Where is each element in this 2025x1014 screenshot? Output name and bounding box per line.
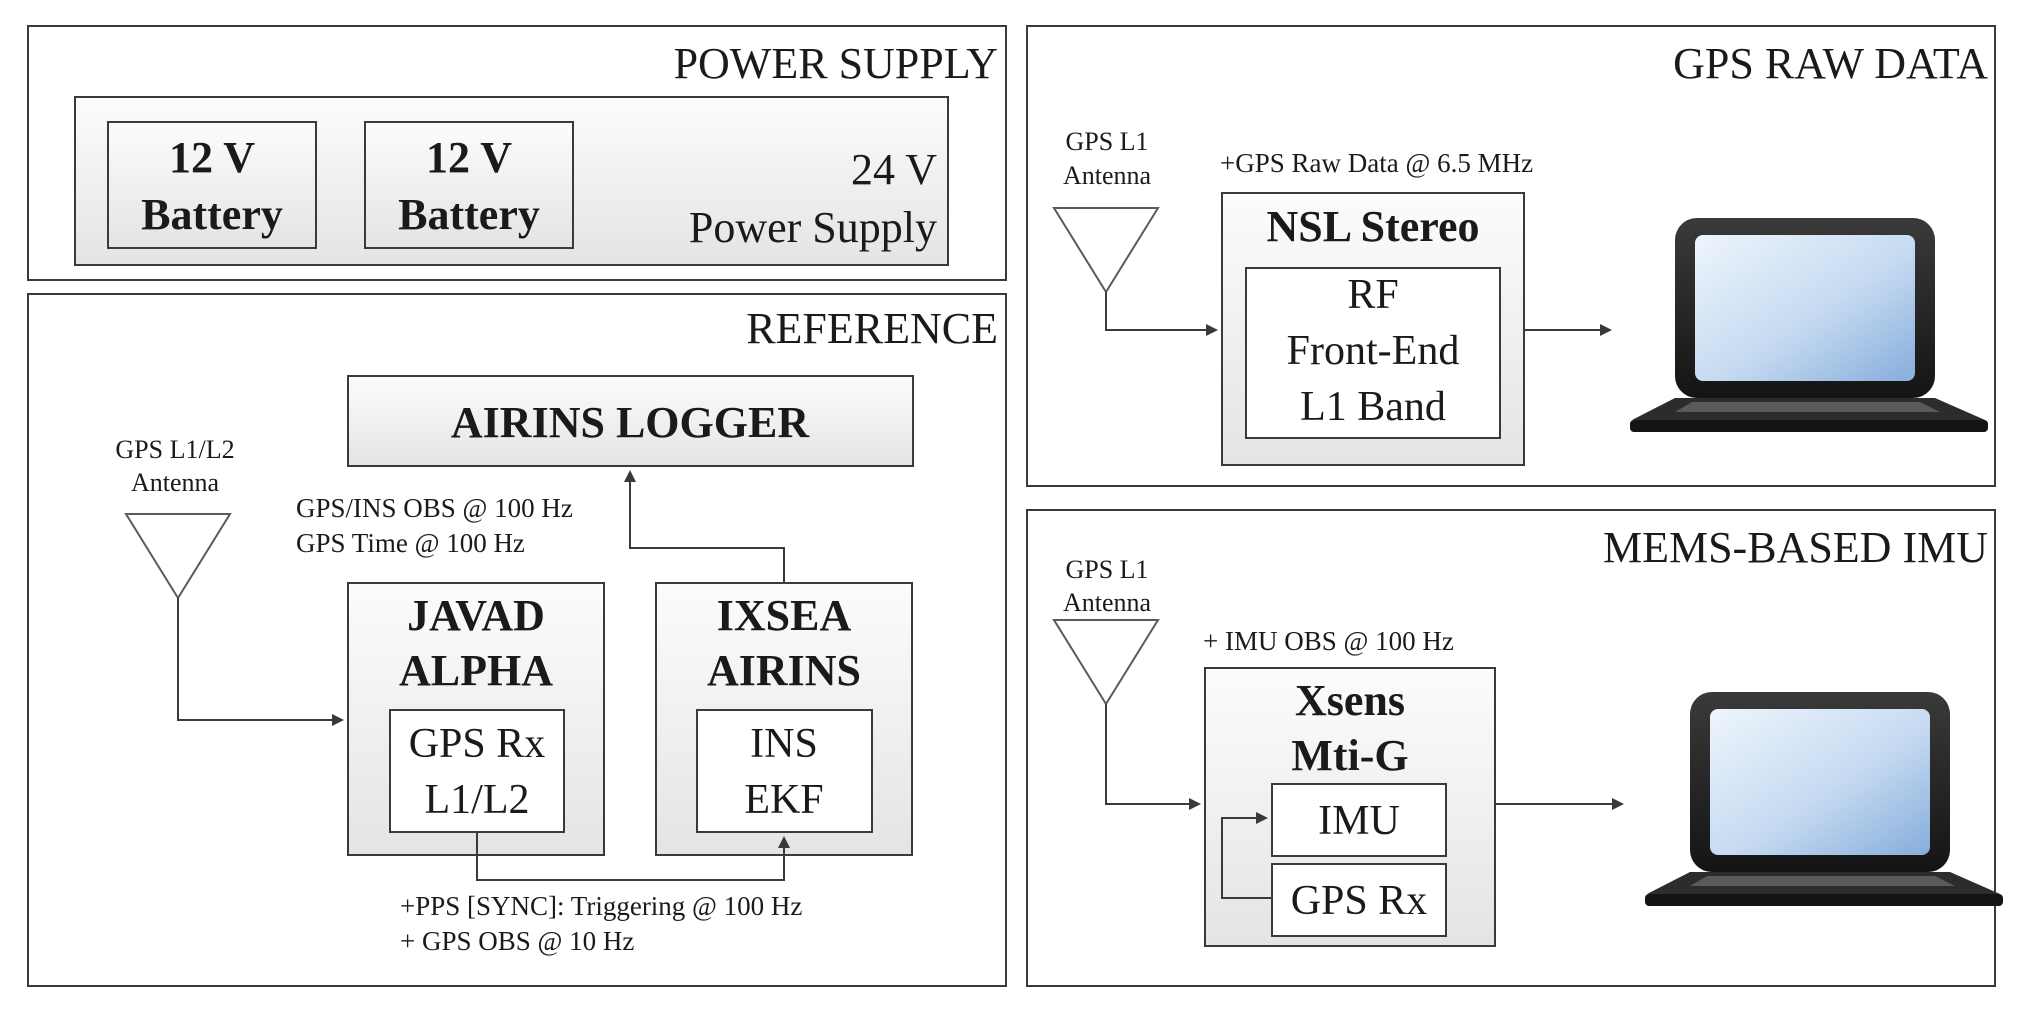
battery-1-label: Battery xyxy=(141,190,283,239)
rf-front-end-box xyxy=(1245,267,1501,439)
supply-label: Power Supply xyxy=(689,203,937,252)
imu-box xyxy=(1271,783,1447,857)
front-end-label: Front-End xyxy=(1287,328,1460,374)
ixsea-label: IXSEA xyxy=(717,591,852,640)
antenna-icon xyxy=(1052,619,1160,706)
pps-sync-arrow xyxy=(476,832,790,881)
battery-1 xyxy=(107,121,317,249)
airins-logger-label: AIRINS LOGGER xyxy=(451,398,810,447)
l1-l2-label: L1/L2 xyxy=(425,777,530,823)
gps-rx-box xyxy=(1271,863,1447,937)
reference-panel: REFERENCE AIRINS LOGGER GPS L1/L2 Antenn… xyxy=(27,293,1007,987)
mems-antenna-to-xsens-arrow xyxy=(1105,704,1201,810)
antenna-icon xyxy=(1052,207,1160,294)
battery-2-voltage: 12 V xyxy=(426,133,512,182)
battery-2-label: Battery xyxy=(398,190,540,239)
gps-ins-obs-label: GPS/INS OBS @ 100 Hz xyxy=(296,493,573,523)
mems-antenna-label-2: Antenna xyxy=(1063,588,1152,617)
power-supply-panel: POWER SUPPLY 12 V Battery 12 V Battery 2… xyxy=(27,25,1007,281)
javad-label: JAVAD xyxy=(407,591,545,640)
antenna-icon xyxy=(124,513,232,600)
raw-antenna-to-nsl-arrow xyxy=(1105,292,1218,336)
battery-2 xyxy=(364,121,574,249)
power-supply-title: POWER SUPPLY xyxy=(674,39,998,88)
supply-voltage: 24 V xyxy=(851,145,937,194)
gps-rx-label: GPS Rx xyxy=(409,721,546,767)
ref-antenna-label-1: GPS L1/L2 xyxy=(115,435,234,464)
ekf-label: EKF xyxy=(744,777,823,823)
mti-g-label: Mti-G xyxy=(1291,731,1408,780)
raw-antenna-label-1: GPS L1 xyxy=(1065,127,1148,156)
imu-label: IMU xyxy=(1318,798,1400,844)
raw-data-rate-label: +GPS Raw Data @ 6.5 MHz xyxy=(1220,148,1533,178)
mems-antenna-label-1: GPS L1 xyxy=(1065,555,1148,584)
pps-sync-label: +PPS [SYNC]: Triggering @ 100 Hz xyxy=(400,891,802,921)
ref-antenna-label-2: Antenna xyxy=(131,468,220,497)
raw-antenna-label-2: Antenna xyxy=(1063,161,1152,190)
ixsea-to-logger-arrow xyxy=(624,470,785,583)
alpha-label: ALPHA xyxy=(399,646,553,695)
gps-obs-label: + GPS OBS @ 10 Hz xyxy=(400,926,634,956)
rf-label: RF xyxy=(1347,272,1398,318)
ref-antenna-to-javad-arrow xyxy=(177,598,344,726)
airins-label: AIRINS xyxy=(707,646,861,695)
battery-1-voltage: 12 V xyxy=(169,133,255,182)
gps-raw-data-panel: GPS RAW DATA GPS L1 Antenna +GPS Raw Dat… xyxy=(1026,25,1996,487)
mems-imu-panel: MEMS-BASED IMU GPS L1 Antenna + IMU OBS … xyxy=(1026,509,2003,987)
l1-band-label: L1 Band xyxy=(1300,384,1446,430)
laptop-icon xyxy=(1645,692,2003,906)
mems-title: MEMS-BASED IMU xyxy=(1603,523,1988,572)
ins-label: INS xyxy=(750,721,818,767)
gps-rx-to-imu-arrow xyxy=(1221,812,1272,899)
reference-title: REFERENCE xyxy=(746,304,998,353)
laptop-icon xyxy=(1630,218,1988,432)
gps-raw-title: GPS RAW DATA xyxy=(1673,39,1988,88)
nsl-stereo-label: NSL Stereo xyxy=(1266,202,1479,251)
gps-time-label: GPS Time @ 100 Hz xyxy=(296,528,525,558)
imu-obs-label: + IMU OBS @ 100 Hz xyxy=(1203,626,1454,656)
xsens-label: Xsens xyxy=(1295,676,1405,725)
airins-logger-box xyxy=(347,375,914,467)
ins-ekf-box xyxy=(696,709,873,833)
gps-rx-label: GPS Rx xyxy=(1291,878,1428,924)
